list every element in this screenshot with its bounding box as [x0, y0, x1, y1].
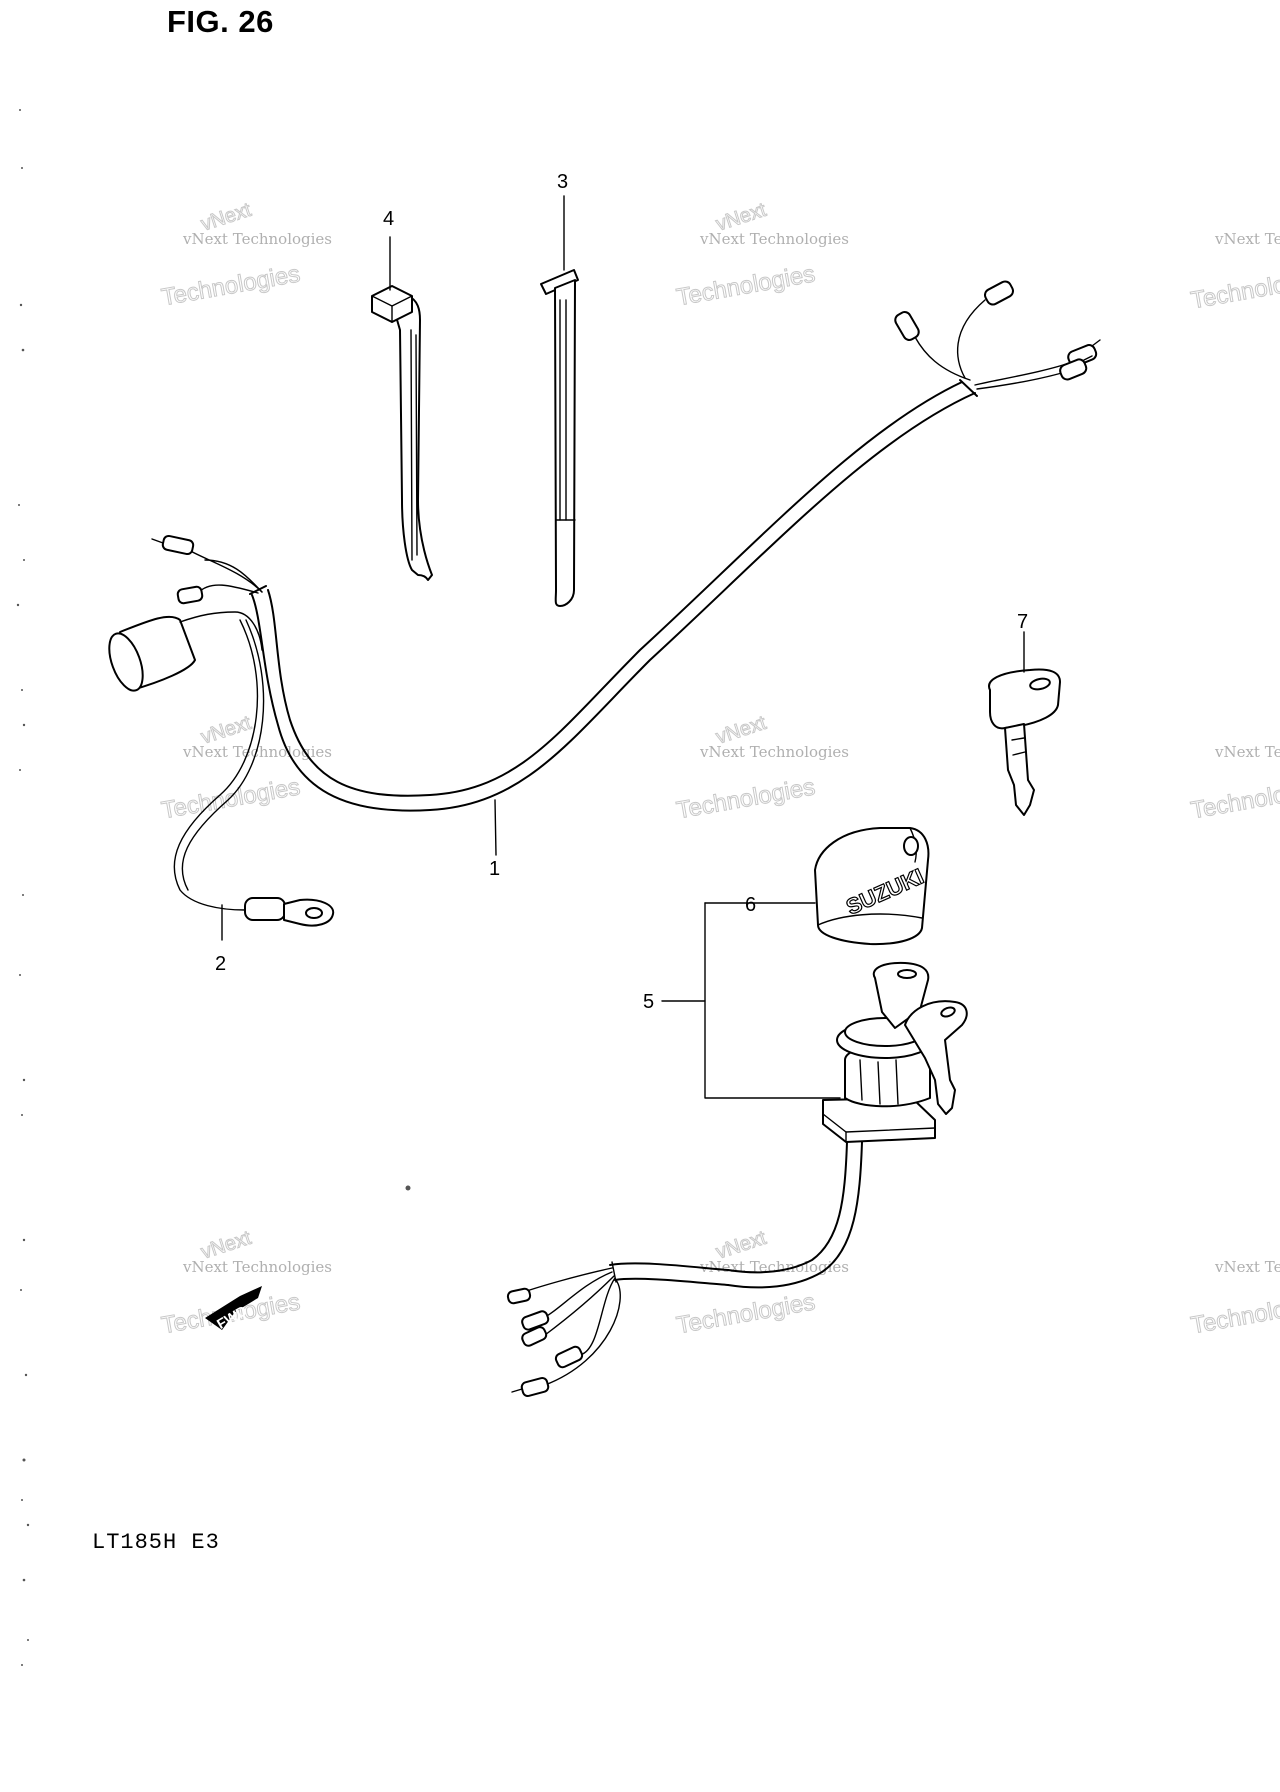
connector — [521, 1326, 548, 1347]
watermark-small: vNext Technologies — [1214, 743, 1280, 761]
connector — [511, 1376, 550, 1398]
ring-terminal — [244, 897, 335, 927]
connector — [521, 1310, 550, 1331]
connector — [151, 534, 195, 556]
connector — [894, 311, 920, 341]
watermark-group: vNext vNext Technologies Technologies vN… — [159, 198, 1280, 1340]
callouts: 1 2 3 4 5 6 7 — [215, 171, 1028, 1099]
watermark-big: Technologies — [674, 773, 817, 824]
watermark-tile-3: vNext Technologies Technologies — [1188, 230, 1280, 315]
key — [988, 668, 1061, 816]
watermark-big: Technologies — [1189, 1289, 1280, 1340]
watermark-small: vNext Technologies — [1214, 230, 1280, 248]
ground-lead — [173, 619, 335, 927]
callout-2: 2 — [215, 953, 226, 975]
watermark-tile-6: vNext Technologies Technologies — [1188, 743, 1280, 825]
watermark-big: Technologies — [1189, 774, 1280, 825]
connector — [554, 1345, 584, 1369]
watermark-tile-9: vNext Technologies Technologies — [1188, 1258, 1280, 1340]
cap: SUZUKI — [814, 827, 930, 946]
callout-4: 4 — [383, 208, 394, 230]
watermark-tile-4: vNext vNext Technologies Technologies — [159, 711, 332, 825]
watermark-tile-2: vNext vNext Technologies Technologies — [674, 198, 849, 312]
main-harness — [108, 280, 1101, 812]
callout-1: 1 — [489, 858, 500, 880]
watermark-big: Technologies — [159, 260, 302, 311]
watermark-tile-1: vNext vNext Technologies Technologies — [159, 198, 332, 312]
connector — [983, 280, 1015, 306]
watermark-small: vNext Technologies — [182, 1258, 332, 1276]
connector — [1059, 358, 1088, 381]
callout-6: 6 — [745, 894, 756, 916]
watermark-small: vNext Technologies — [1214, 1258, 1280, 1276]
connector — [176, 585, 204, 605]
watermark-big: Technologies — [1189, 264, 1280, 315]
watermark-small: vNext Technologies — [699, 1258, 849, 1276]
model-label: LT185H E3 — [92, 1530, 220, 1555]
callout-5: 5 — [643, 991, 654, 1013]
callout-3: 3 — [557, 171, 568, 193]
scan-noise — [16, 109, 411, 1666]
watermark-small: vNext Technologies — [699, 743, 849, 761]
ignition-switch — [506, 961, 968, 1398]
watermark-big: Technologies — [674, 260, 817, 311]
watermark-big: Technologies — [674, 1288, 817, 1339]
watermark-tile-7: vNext vNext Technologies Technologies — [159, 1226, 332, 1340]
watermark-small: vNext Technologies — [182, 230, 332, 248]
clamp — [371, 285, 433, 581]
watermark-tile-5: vNext vNext Technologies Technologies — [674, 711, 849, 825]
coupler — [108, 611, 263, 692]
figure-title: FIG. 26 — [167, 4, 274, 39]
watermark-big: Technologies — [159, 773, 302, 824]
band — [540, 269, 579, 607]
callout-7: 7 — [1017, 611, 1028, 633]
watermark-small: vNext Technologies — [699, 230, 849, 248]
connector — [506, 1287, 532, 1305]
